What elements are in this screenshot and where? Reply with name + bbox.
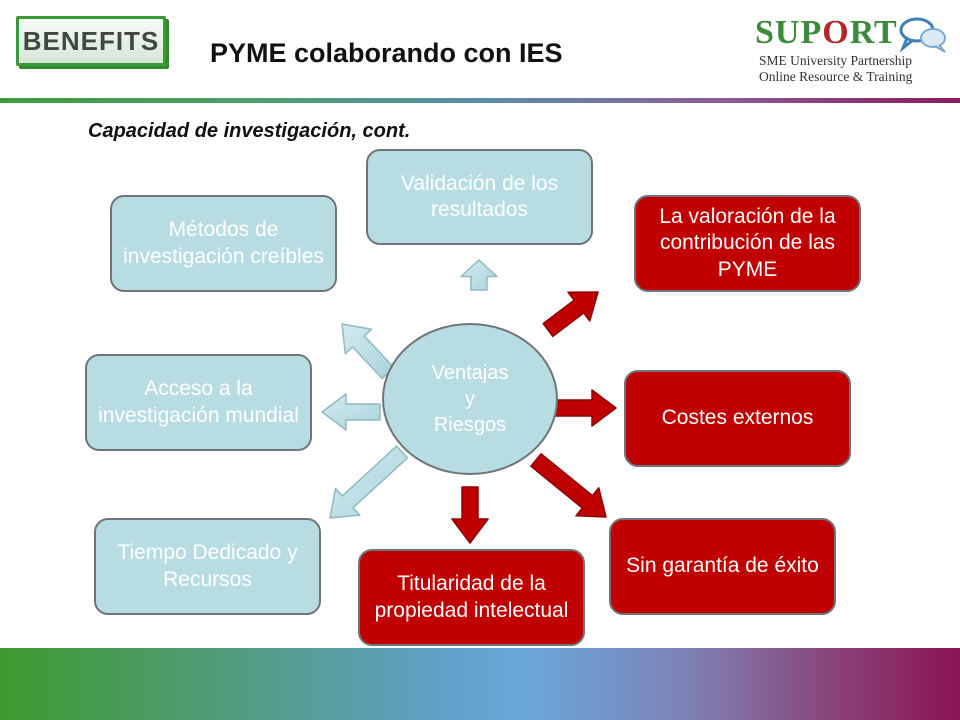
center-line-1: Ventajas [431,362,509,384]
arrow-upleft-metodos-icon [341,323,395,380]
arrow-upright-valoracion-icon [542,291,599,338]
speech-bubbles-icon [899,17,946,53]
riesgo-titularidad-box: Titularidad de la propiedad intelectual [358,549,585,646]
arrow-right-costes-icon [551,389,617,427]
riesgo-garantia-label: Sin garantía de éxito [626,554,819,578]
logo-tagline-1: SME University Partnership [759,53,912,68]
ventaja-acceso-label: Acceso a la investigación mundial [98,377,299,427]
riesgo-valoracion-box: La valoración de la contribución de las … [634,195,861,292]
header-divider [0,98,960,103]
logo-name: SUPORT [755,16,898,50]
ventaja-tiempo-label: Tiempo Dedicado y Recursos [117,541,298,591]
ventaja-acceso-box: Acceso a la investigación mundial [85,354,312,451]
logo-name-part1: SUP [755,14,823,51]
ventaja-metodos-label: Métodos de investigación creíbles [123,218,324,268]
ventaja-validacion-box: Validación de los resultados [366,149,593,245]
ventaja-tiempo-box: Tiempo Dedicado y Recursos [94,518,321,615]
benefits-badge: BENEFITS [16,16,166,66]
riesgo-valoracion-label: La valoración de la contribución de las … [659,205,836,281]
center-line-3: Riesgos [433,414,507,436]
logo-name-part2: O [822,14,850,51]
logo-name-part3: RT [849,14,898,51]
riesgo-titularidad-label: Titularidad de la propiedad intelectual [374,572,569,622]
riesgo-costes-box: Costes externos [624,370,851,467]
suport-logo: SUPORT SME University Partnership Online… [755,16,950,86]
benefits-label: BENEFITS [22,25,160,56]
section-subtitle: Capacidad de investigación, cont. [88,120,411,142]
arrow-down-titularidad-icon [451,486,489,544]
arrow-downright-garantia-icon [530,453,607,518]
footer-bar [0,648,960,720]
ventaja-validacion-label: Validación de los resultados [400,171,559,221]
center-line-2: y [464,388,475,410]
page-title: PYME colaborando con IES [210,38,563,68]
arrow-left-acceso-icon [321,393,381,431]
logo-tagline-2: Online Resource & Training [759,69,913,84]
riesgo-costes-label: Costes externos [661,406,814,430]
center-ventajas-riesgos: Ventajas y Riesgos [382,323,558,475]
arrow-downleft-tiempo-icon [329,445,409,519]
arrow-up-validacion-icon [460,259,498,291]
riesgo-garantia-box: Sin garantía de éxito [609,518,836,615]
ventaja-metodos-box: Métodos de investigación creíbles [110,195,337,292]
